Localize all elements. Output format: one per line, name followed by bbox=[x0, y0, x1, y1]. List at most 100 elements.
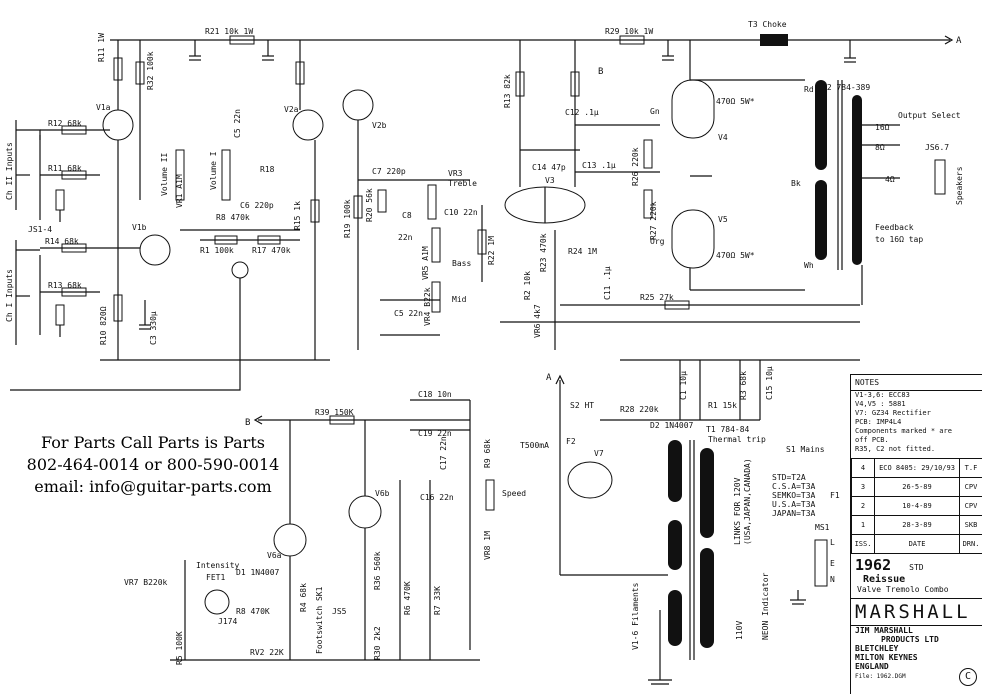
tube-v1a bbox=[103, 110, 133, 140]
component-label: D2 1N4007 bbox=[650, 421, 694, 430]
component-label: V2b bbox=[372, 121, 387, 130]
component-label: 22n bbox=[398, 233, 413, 242]
note-line: R35, C2 not fitted. bbox=[851, 445, 982, 454]
component-label: C6 220p bbox=[240, 201, 274, 210]
component-label: C16 22n bbox=[420, 493, 454, 502]
logo: C bbox=[959, 668, 977, 686]
component-label: JS6.7 bbox=[925, 143, 949, 152]
tube-v5 bbox=[672, 210, 714, 268]
component-label: to 16Ω tap bbox=[875, 235, 923, 244]
component-label: Wh bbox=[804, 261, 814, 270]
t2-primary-top bbox=[815, 80, 827, 170]
component-label: F1 bbox=[830, 491, 840, 500]
component-label: C17 22n bbox=[439, 436, 448, 470]
component-label: Ch II Inputs bbox=[5, 142, 14, 200]
component-label: R22 1M bbox=[487, 236, 496, 265]
component-label: Ch I Inputs bbox=[5, 269, 14, 322]
label-t3: T3 Choke bbox=[748, 20, 787, 29]
component-label: T2 784-389 bbox=[822, 83, 870, 92]
component-label: C.S.A=T3A bbox=[772, 482, 816, 491]
component-label: R19 100k bbox=[343, 199, 352, 238]
component-label: R18 bbox=[260, 165, 275, 174]
note-line: Components marked * are bbox=[851, 427, 982, 436]
note-line: V1-3,6: ECC83 bbox=[851, 391, 982, 400]
component-label: C15 10μ bbox=[765, 366, 774, 400]
component-label: E bbox=[830, 559, 835, 568]
component-label: FET1 bbox=[206, 573, 225, 582]
note-line: PCB: IMP4L4 bbox=[851, 418, 982, 427]
parts-notice-email: email: info@guitar-parts.com bbox=[8, 476, 298, 498]
component-label: Treble bbox=[448, 179, 477, 188]
component-label: R6 470K bbox=[403, 581, 412, 615]
component-label: 110V bbox=[735, 621, 744, 640]
component-label: R10 820Ω bbox=[99, 306, 108, 345]
component-label: Org bbox=[650, 237, 665, 246]
component-label: 16Ω bbox=[875, 123, 890, 132]
component-label: R13 82k bbox=[503, 74, 512, 108]
company-line: BLETCHLEY bbox=[851, 644, 982, 653]
notes-heading: NOTES bbox=[851, 375, 982, 391]
component-label: S2 HT bbox=[570, 401, 594, 410]
component-label: Bass bbox=[452, 259, 471, 268]
component-label: VR4 B22k bbox=[423, 287, 432, 326]
component-label: SEMKO=T3A bbox=[772, 491, 816, 500]
component-label: C10 22n bbox=[444, 208, 478, 217]
component-label: A bbox=[956, 36, 962, 46]
tube-v2a bbox=[293, 110, 323, 140]
component-label: VR6 4k7 bbox=[533, 304, 542, 338]
component-label: C8 bbox=[402, 211, 412, 220]
tube-v1b bbox=[140, 235, 170, 265]
component-label: R30 2k2 bbox=[373, 626, 382, 660]
component-label: A bbox=[546, 373, 552, 383]
component-label: V6b bbox=[375, 489, 390, 498]
component-label: T1 784-84 bbox=[706, 425, 750, 434]
component-label: V2a bbox=[284, 105, 299, 114]
component-label: L bbox=[830, 538, 835, 547]
component-label: VR5 A1M bbox=[421, 246, 430, 280]
tube-v2b bbox=[343, 90, 373, 120]
component-label: Thermal trip bbox=[708, 435, 766, 444]
component-label: RV2 22K bbox=[250, 648, 284, 657]
component-label: C14 47p bbox=[532, 163, 566, 172]
component-label: C5 22n bbox=[233, 109, 242, 138]
brand-name: MARSHALL bbox=[851, 598, 982, 626]
note-line: V7: GZ34 Rectifier bbox=[851, 409, 982, 418]
component-label: R8 470k bbox=[216, 213, 250, 222]
component-label: R24 1M bbox=[568, 247, 597, 256]
component-label: N bbox=[830, 575, 835, 584]
component-label: Feedback bbox=[875, 223, 914, 232]
component-label: R36 560k bbox=[373, 551, 382, 590]
component-label: LINKS FOR 120V bbox=[733, 477, 742, 545]
component-label: R11 1W bbox=[97, 33, 106, 62]
component-label: C1 10μ bbox=[679, 371, 688, 400]
t2-secondary bbox=[852, 95, 862, 265]
parts-notice-line1: For Parts Call Parts is Parts bbox=[8, 432, 298, 454]
component-label: C12 .1μ bbox=[565, 108, 599, 117]
t2-primary-bottom bbox=[815, 180, 827, 260]
component-label: C3 330μ bbox=[149, 311, 158, 345]
component-label: Rd bbox=[804, 85, 814, 94]
component-label: STD=T2A bbox=[772, 473, 806, 482]
title-block: NOTES V1-3,6: ECC83 V4,V5 : 5881 V7: GZ3… bbox=[850, 374, 982, 694]
note-line: V4,V5 : 5881 bbox=[851, 400, 982, 409]
component-label: J174 bbox=[218, 617, 237, 626]
component-label: R26 220k bbox=[631, 147, 640, 186]
parts-notice-phones: 802-464-0014 or 800-590-0014 bbox=[8, 454, 298, 476]
note-line: off PCB. bbox=[851, 436, 982, 445]
component-label: F2 bbox=[566, 437, 576, 446]
component-label: Intensity bbox=[196, 561, 240, 570]
component-label: R11 68k bbox=[48, 164, 82, 173]
component-label: R15 1k bbox=[293, 201, 302, 230]
component-label: R1 15k bbox=[708, 401, 737, 410]
component-label: R17 470k bbox=[252, 246, 291, 255]
component-label: R2 10k bbox=[523, 271, 532, 300]
component-label: VR8 1M bbox=[483, 531, 492, 560]
parts-notice: For Parts Call Parts is Parts 802-464-00… bbox=[8, 432, 298, 498]
component-label: NEON Indicator bbox=[761, 572, 770, 640]
component-label: C13 .1μ bbox=[582, 161, 616, 170]
tube-v6b bbox=[349, 496, 381, 528]
company-line: MILTON KEYNES bbox=[851, 653, 982, 662]
